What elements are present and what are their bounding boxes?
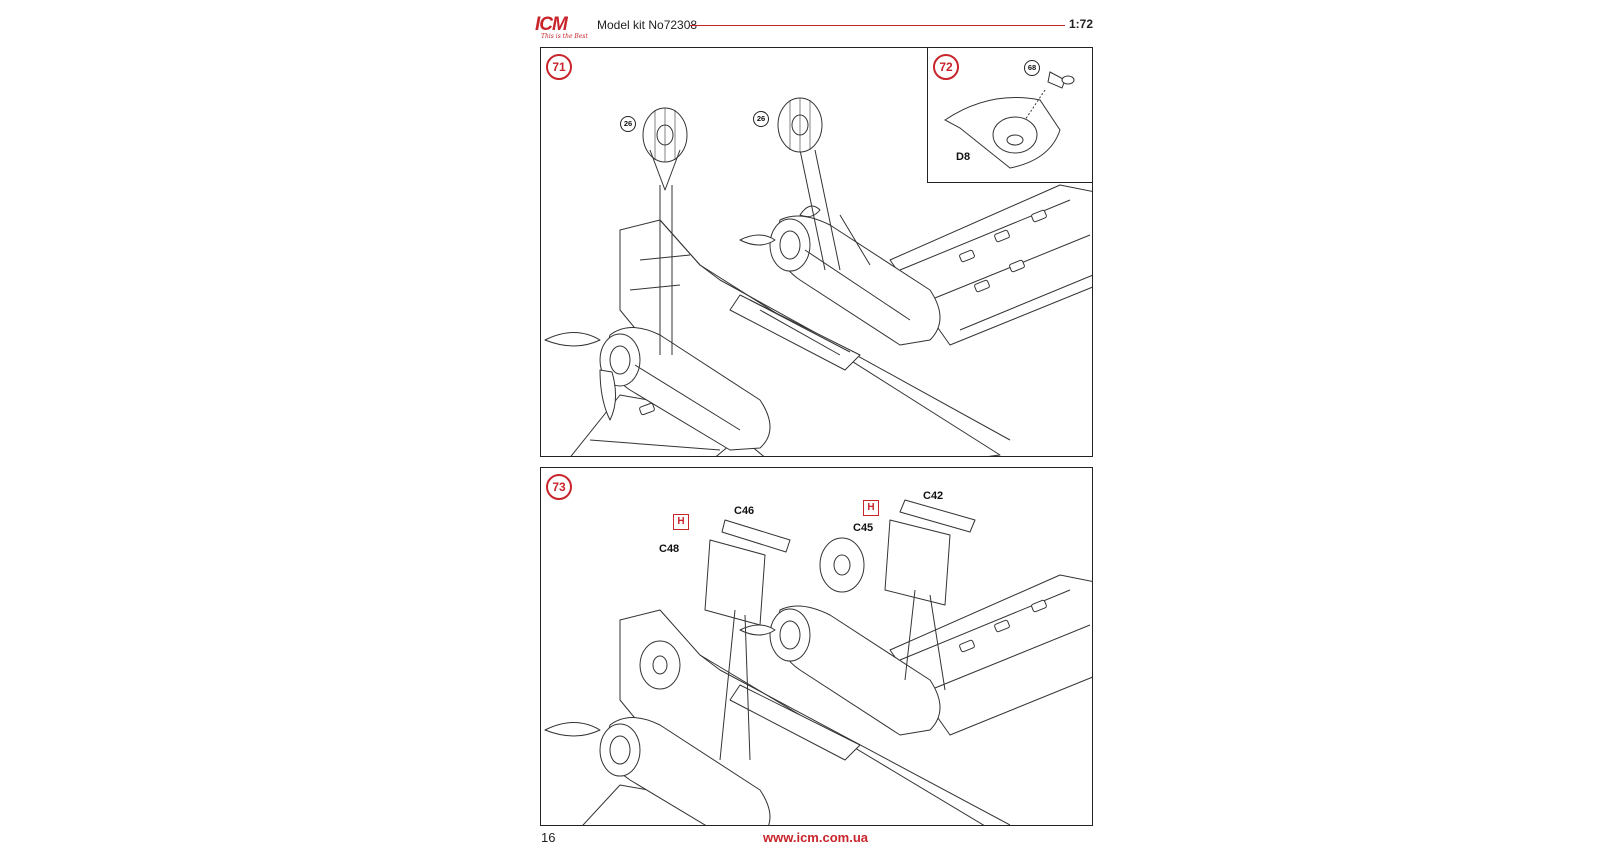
- label-c46: C46: [734, 505, 755, 517]
- step-71-badge: 71: [546, 54, 572, 80]
- header-rule: [690, 25, 1065, 26]
- wheel-well-drawing-72: [944, 71, 1075, 169]
- label-c42: C42: [923, 490, 944, 502]
- step-72-badge: 72: [933, 54, 959, 80]
- model-kit-label: Model kit No72308: [597, 18, 698, 32]
- logo-text: ICM: [535, 14, 568, 35]
- part-ref-68: 68: [1024, 60, 1040, 76]
- part-ref-26-left: 26: [620, 116, 636, 132]
- part-ref-26-right: 26: [753, 111, 769, 127]
- aircraft-drawing-71: [544, 97, 1092, 456]
- label-d8: D8: [956, 151, 971, 163]
- page-number: 16: [541, 830, 556, 845]
- logo-tagline: This is the Best: [541, 33, 588, 40]
- label-c45: C45: [853, 522, 874, 534]
- marker-h-left: H: [673, 514, 689, 530]
- aircraft-drawing-73: [544, 499, 1092, 825]
- website-url: www.icm.com.ua: [763, 830, 868, 845]
- scale-label: 1:72: [1069, 17, 1094, 31]
- step-73-badge: 73: [546, 474, 572, 500]
- icm-logo: ICM This is the Best: [535, 14, 593, 42]
- marker-h-right: H: [863, 500, 879, 516]
- label-c48: C48: [659, 543, 680, 555]
